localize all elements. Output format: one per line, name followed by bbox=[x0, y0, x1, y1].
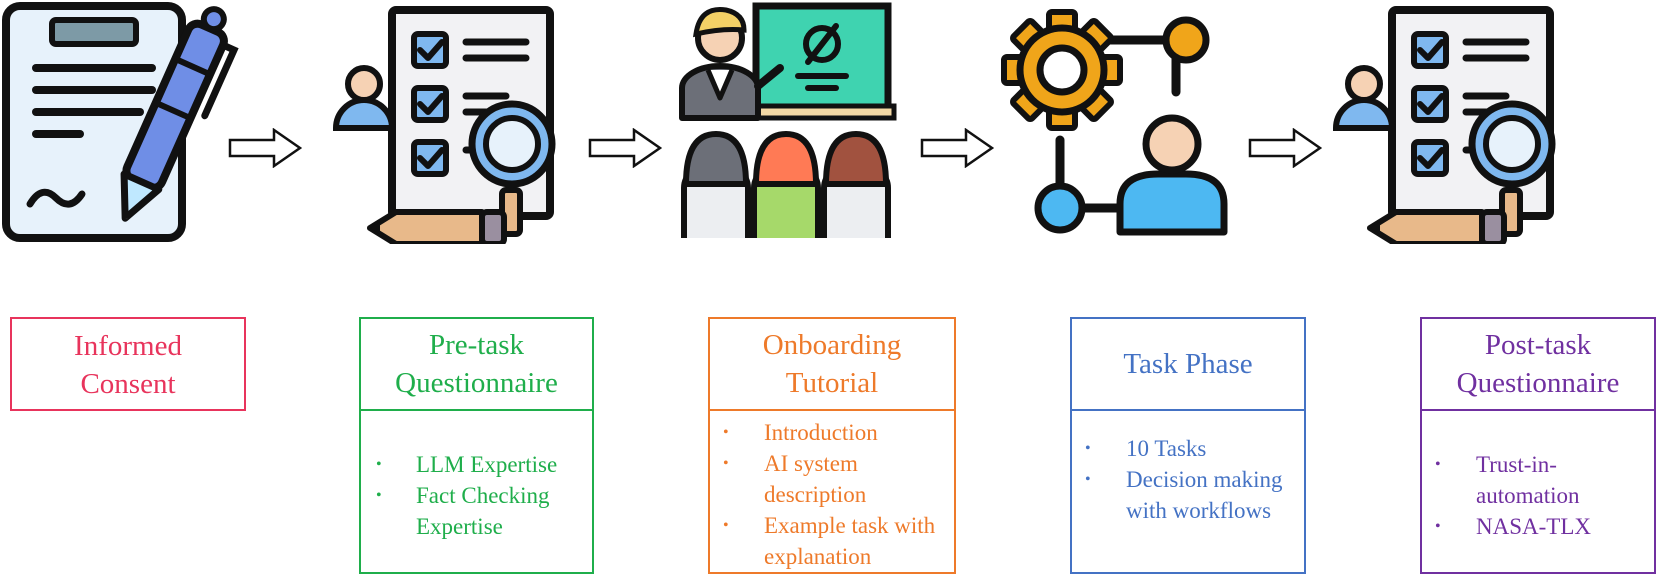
stage-title: Task Phase bbox=[1072, 319, 1304, 411]
stage-item-list: Introduction AI system description Examp… bbox=[710, 411, 954, 572]
list-item: 10 Tasks bbox=[1072, 433, 1304, 464]
list-item: Decision making with workflows bbox=[1072, 464, 1304, 526]
stage-title: Pre-task Questionnaire bbox=[361, 319, 592, 411]
stage-title: Post-task Questionnaire bbox=[1422, 319, 1654, 411]
list-item: Introduction bbox=[710, 417, 954, 448]
right-arrow-outline-icon bbox=[1248, 128, 1322, 168]
right-arrow-outline-icon bbox=[920, 128, 994, 168]
stage-title: Onboarding Tutorial bbox=[710, 319, 954, 411]
presentation-audience-icon bbox=[676, 0, 902, 244]
stage-card-post-task-questionnaire: Post-task Questionnaire Trust-in-automat… bbox=[1420, 317, 1656, 574]
questionnaire-checklist-icon bbox=[330, 4, 570, 244]
stage-item-list: Trust-in-automation NASA-TLX bbox=[1422, 411, 1654, 542]
right-arrow-outline-icon bbox=[228, 128, 302, 168]
stage-card-informed-consent: Informed Consent bbox=[10, 317, 246, 411]
stage-item-list: LLM Expertise Fact Checking Expertise bbox=[361, 411, 592, 542]
stage-title: Informed Consent bbox=[74, 330, 182, 400]
list-item: LLM Expertise bbox=[361, 449, 592, 480]
list-item: Fact Checking Expertise bbox=[361, 480, 592, 542]
list-item: AI system description bbox=[710, 448, 954, 510]
list-item: NASA-TLX bbox=[1422, 511, 1654, 542]
right-arrow-outline-icon bbox=[588, 128, 662, 168]
stage-item-list: 10 Tasks Decision making with workflows bbox=[1072, 411, 1304, 526]
gear-workflow-person-icon bbox=[1000, 8, 1236, 244]
questionnaire-checklist-icon bbox=[1330, 4, 1570, 244]
stage-card-onboarding-tutorial: Onboarding Tutorial Introduction AI syst… bbox=[708, 317, 956, 574]
list-item: Trust-in-automation bbox=[1422, 449, 1654, 511]
list-item: Example task with explanation bbox=[710, 510, 954, 572]
signed-document-pen-icon bbox=[0, 0, 240, 244]
stage-card-task-phase: Task Phase 10 Tasks Decision making with… bbox=[1070, 317, 1306, 574]
stage-card-pre-task-questionnaire: Pre-task Questionnaire LLM Expertise Fac… bbox=[359, 317, 594, 574]
